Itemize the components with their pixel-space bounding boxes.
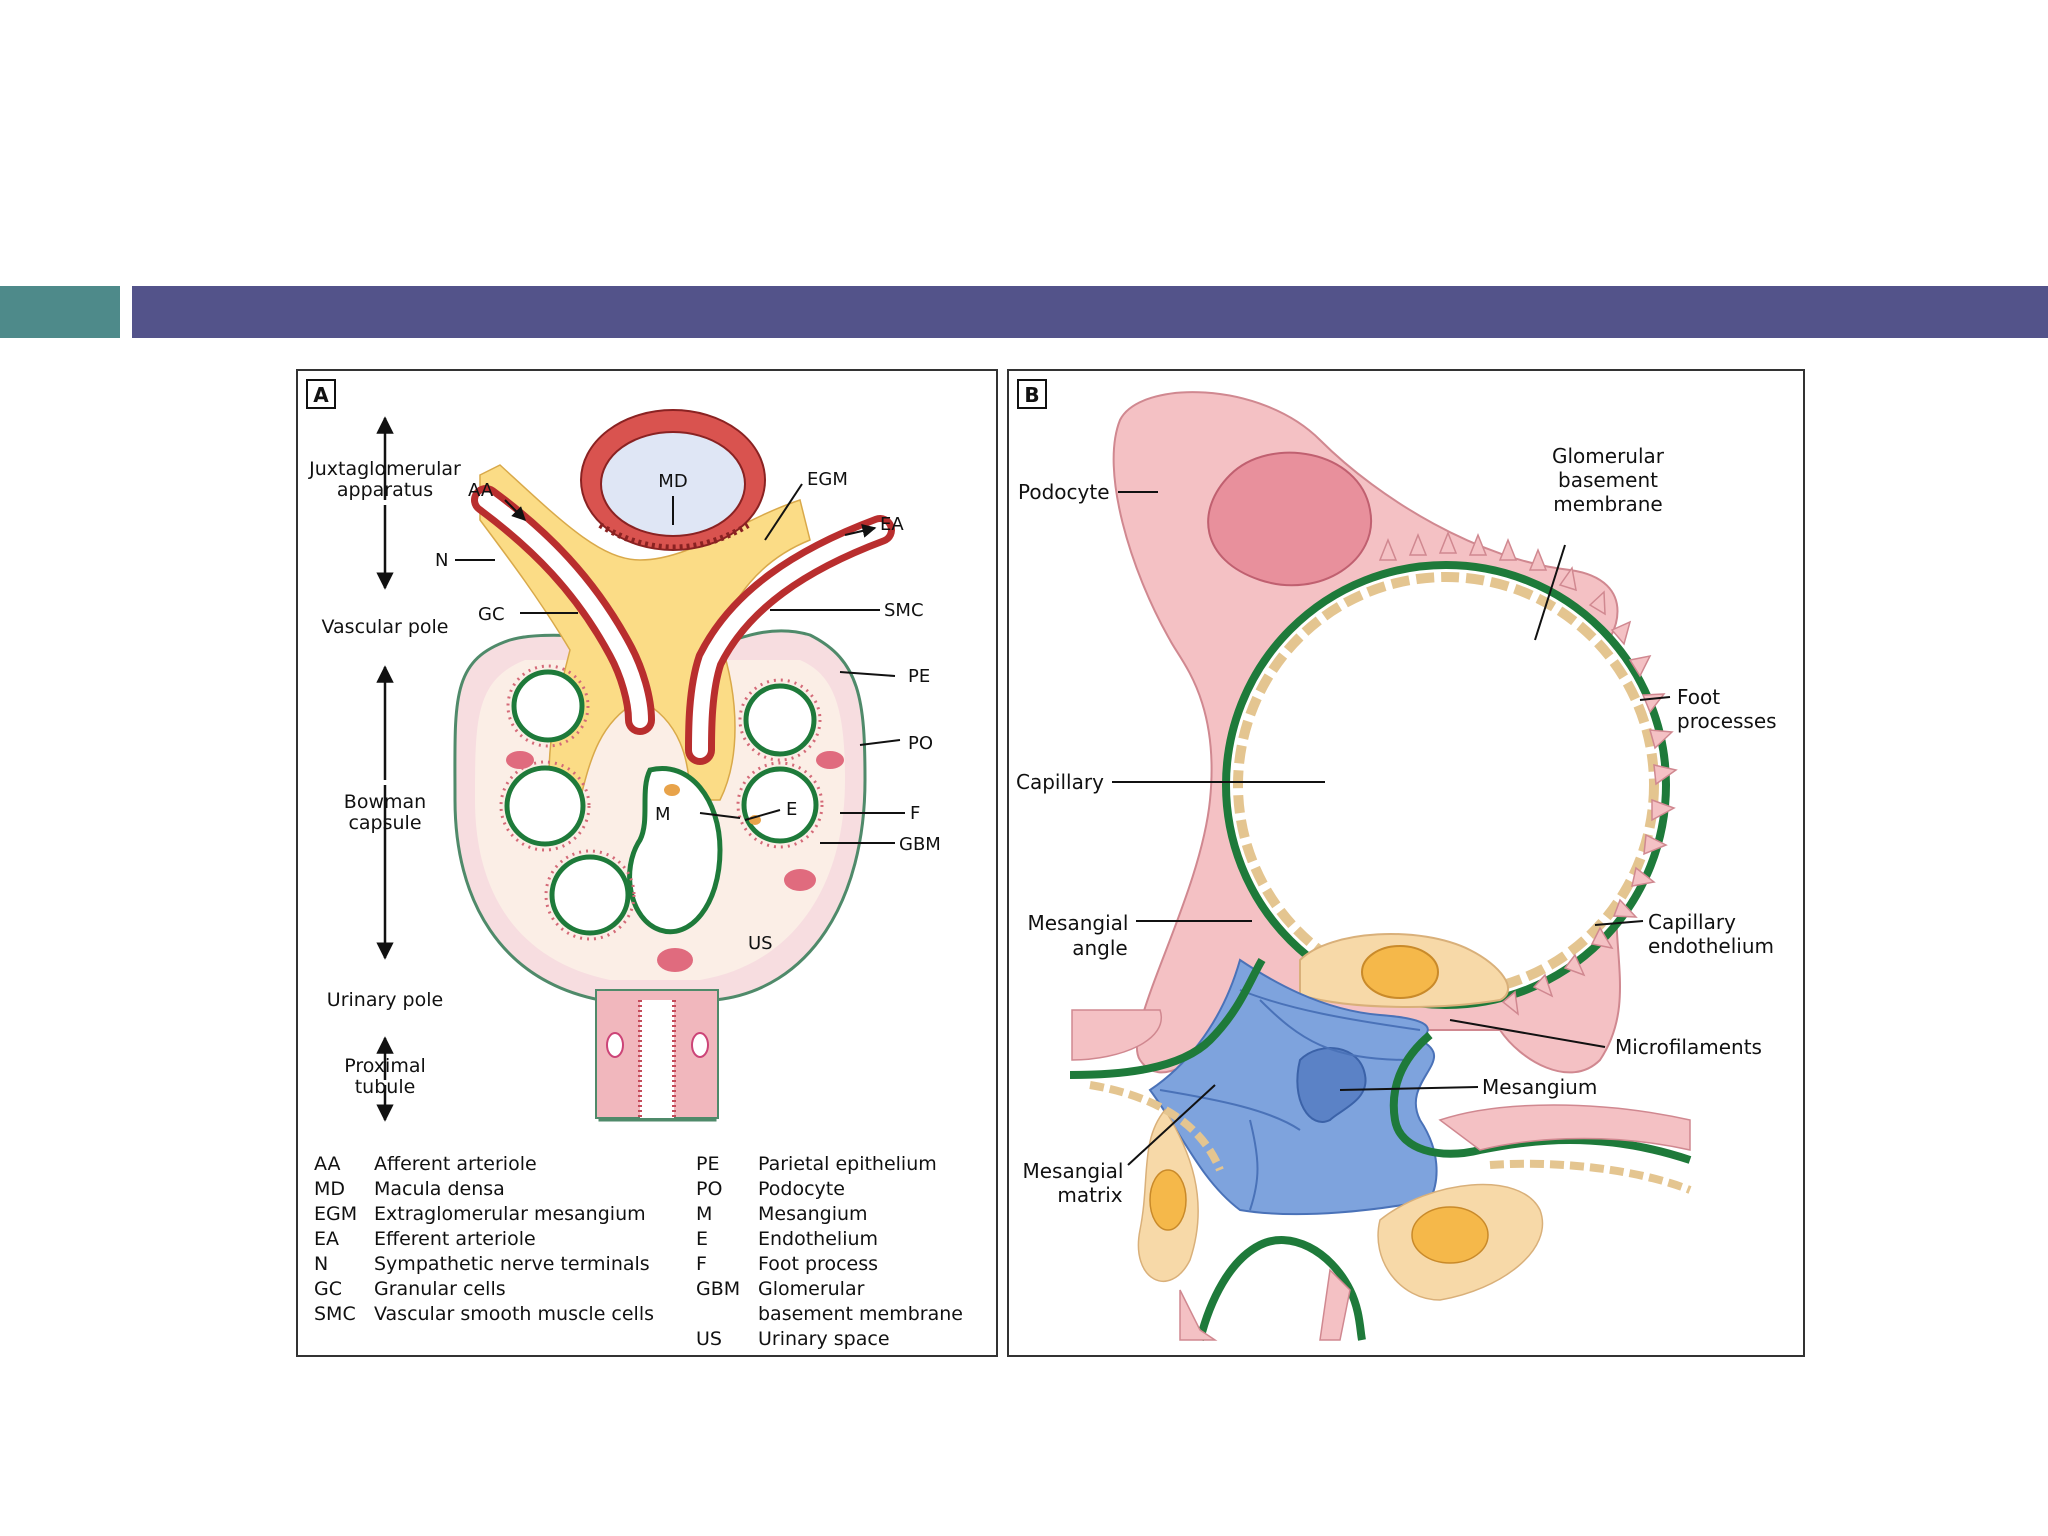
legend-abbr: EGM xyxy=(314,1203,357,1225)
legend-abbr: GC xyxy=(314,1278,342,1300)
legend-abbr: MD xyxy=(314,1178,345,1200)
legend-abbr: US xyxy=(696,1328,722,1350)
label-bowman-1: Bowman xyxy=(344,791,426,813)
capillary xyxy=(1222,530,1678,1016)
label-f: F xyxy=(910,803,920,824)
label-angle-2: angle xyxy=(1072,936,1128,960)
label-matrix-2: matrix xyxy=(1057,1183,1122,1207)
gbm-lower xyxy=(1069,957,1692,1341)
label-mesangium: Mesangium xyxy=(1482,1075,1597,1099)
label-gbm-3: membrane xyxy=(1553,492,1662,516)
label-gbm: GBM xyxy=(899,834,941,855)
header-bar-teal xyxy=(0,286,120,338)
legend-abbr: E xyxy=(696,1228,708,1250)
label-smc: SMC xyxy=(884,600,924,621)
label-juxta-2: apparatus xyxy=(337,479,433,501)
label-md: MD xyxy=(658,471,687,492)
legend-text: Efferent arteriole xyxy=(374,1228,536,1250)
legend-text: basement membrane xyxy=(758,1303,963,1325)
label-matrix-1: Mesangial xyxy=(1023,1159,1124,1183)
legend-abbr: N xyxy=(314,1253,328,1275)
label-proximal-2: tubule xyxy=(355,1076,416,1098)
label-endo-1: Capillary xyxy=(1648,910,1736,934)
label-angle-1: Mesangial xyxy=(1028,911,1129,935)
label-ea: EA xyxy=(880,514,904,535)
legend-abbr: PO xyxy=(696,1178,722,1200)
legend-text: Afferent arteriole xyxy=(374,1153,537,1175)
label-pe: PE xyxy=(908,666,930,687)
legend-text: Podocyte xyxy=(758,1178,845,1200)
label-gbm-2: basement xyxy=(1558,468,1658,492)
capillary-loops xyxy=(499,664,844,972)
legend-abbr: F xyxy=(696,1253,707,1275)
label-capillary: Capillary xyxy=(1016,770,1104,794)
label-endo-2: endothelium xyxy=(1648,934,1774,958)
header-bar-purple xyxy=(132,286,2048,338)
legend-text: Granular cells xyxy=(374,1278,506,1300)
afferent-arteriole xyxy=(471,485,655,735)
legend-abbr: AA xyxy=(314,1153,341,1175)
panel-a-letter: A xyxy=(313,383,329,407)
label-aa: AA xyxy=(468,480,494,501)
label-us: US xyxy=(748,933,773,954)
legend-text: Parietal epithelium xyxy=(758,1153,937,1175)
label-e: E xyxy=(786,799,797,820)
panel-b-letter: B xyxy=(1024,383,1039,407)
label-po: PO xyxy=(908,733,933,754)
efferent-arteriole xyxy=(685,515,895,765)
legend-abbr: PE xyxy=(696,1153,719,1175)
label-m: M xyxy=(655,804,671,825)
legend-left: AA Afferent arteriole MD Macula densa EG… xyxy=(314,1153,654,1325)
label-proximal-1: Proximal xyxy=(344,1055,426,1077)
legend-text: Endothelium xyxy=(758,1228,878,1250)
legend-abbr: SMC xyxy=(314,1303,356,1325)
legend-text: Mesangium xyxy=(758,1203,868,1225)
panel-a-leaders xyxy=(455,483,905,844)
legend-text: Extraglomerular mesangium xyxy=(374,1203,646,1225)
proximal-tubule xyxy=(595,989,719,1119)
lower-endothelial-cells xyxy=(1137,1108,1544,1301)
label-podocyte: Podocyte xyxy=(1018,480,1110,504)
label-n: N xyxy=(435,550,448,571)
legend-text: Vascular smooth muscle cells xyxy=(374,1303,654,1325)
legend-text: Foot process xyxy=(758,1253,878,1275)
mesangial-nucleus xyxy=(1296,1047,1367,1123)
legend-text: Sympathetic nerve terminals xyxy=(374,1253,650,1275)
label-gbm-1: Glomerular xyxy=(1552,444,1665,468)
panel-b-letter-box xyxy=(1017,379,1047,409)
lower-podocyte-folds xyxy=(1071,1009,1691,1341)
legend-text: Glomerular xyxy=(758,1278,865,1300)
panel-a: A xyxy=(296,369,998,1357)
label-microfilaments: Microfilaments xyxy=(1615,1035,1762,1059)
label-foot-2: processes xyxy=(1677,709,1777,733)
label-bowman-2: capsule xyxy=(348,812,421,834)
legend-right: PE Parietal epithelium PO Podocyte M Mes… xyxy=(696,1153,963,1350)
label-egm: EGM xyxy=(807,469,848,490)
legend-text: Urinary space xyxy=(758,1328,890,1350)
label-foot-1: Foot xyxy=(1677,685,1720,709)
legend-abbr: EA xyxy=(314,1228,339,1250)
panel-a-letter-box xyxy=(306,379,336,409)
label-gc: GC xyxy=(478,604,505,625)
legend-text: Macula densa xyxy=(374,1178,505,1200)
panel-b-leaders xyxy=(1112,491,1671,1166)
label-urinary-pole: Urinary pole xyxy=(327,989,443,1011)
legend: AA Afferent arteriole MD Macula densa EG… xyxy=(314,1153,963,1350)
label-juxta-1: Juxtaglomerular xyxy=(308,458,461,480)
legend-abbr: GBM xyxy=(696,1278,740,1300)
label-vascular-pole: Vascular pole xyxy=(322,616,449,638)
legend-abbr: M xyxy=(696,1203,712,1225)
macula-densa xyxy=(580,409,766,551)
panel-b: B xyxy=(1007,369,1805,1357)
podocyte-nucleus xyxy=(1207,451,1373,587)
